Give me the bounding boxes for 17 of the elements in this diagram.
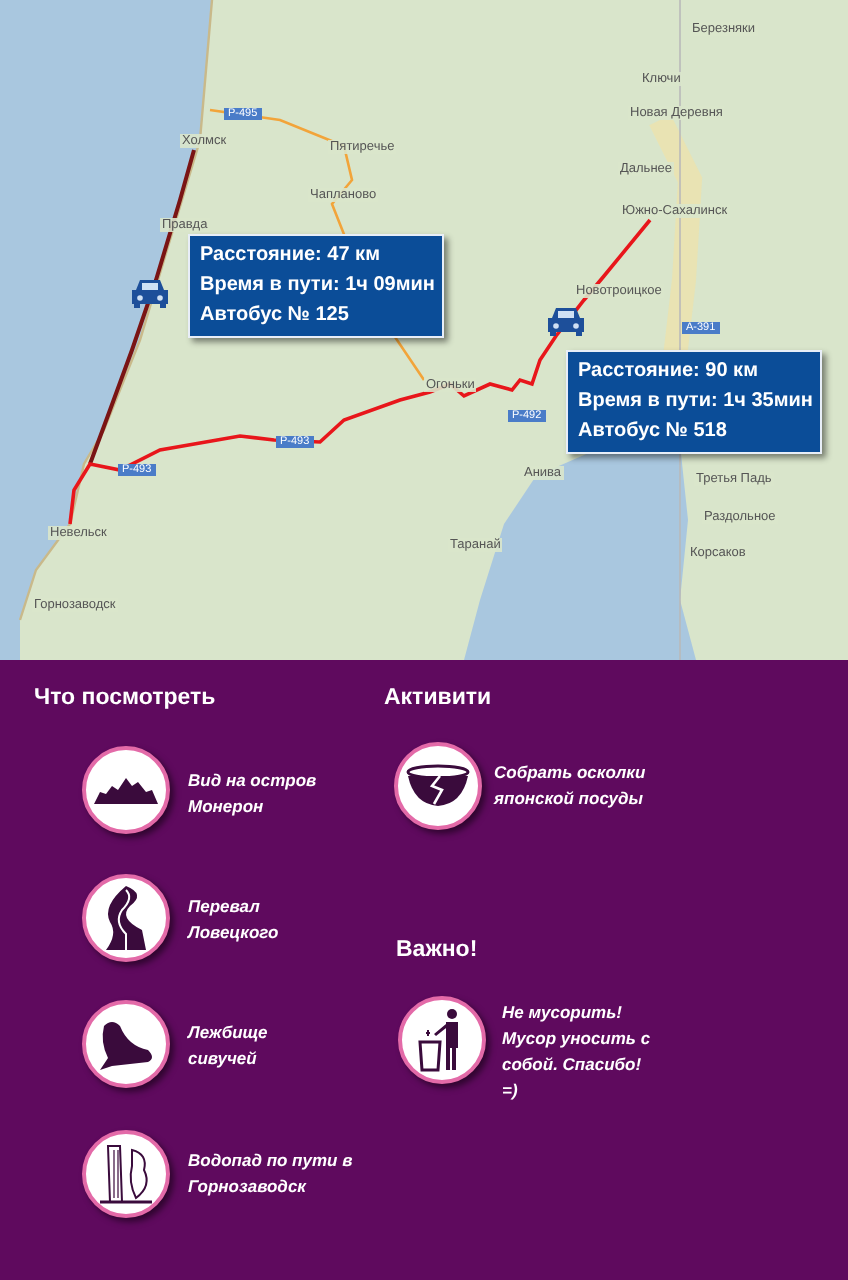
route-info-box [566, 350, 822, 454]
section-heading: Активити [384, 686, 492, 710]
item-description: Вид на остров Монерон [188, 768, 319, 820]
route-info-box [188, 234, 444, 338]
route-info-text: Расстояние: 90 км [578, 358, 760, 386]
route-info-text: Расстояние: 47 км [200, 242, 382, 270]
item-description: Собрать осколки японской посуды [494, 760, 648, 812]
item-description: Не мусорить! Мусор уносить с собой. Спасибо! =) [502, 1000, 653, 1104]
item-description: Перевал Ловецкого [188, 894, 281, 946]
route-info-text: Время в пути: 1ч 35мин [578, 388, 810, 416]
route-info-text: Время в пути: 1ч 09мин [200, 272, 432, 300]
item-description: Лежбище сивучей [188, 1020, 270, 1072]
route-info-text: Автобус № 518 [578, 418, 729, 446]
section-heading: Что посмотреть [34, 686, 216, 710]
route-info-text: Автобус № 125 [200, 302, 351, 330]
section-heading: Важно! [396, 938, 478, 962]
item-description: Водопад по пути в Горнозаводск [188, 1148, 355, 1200]
